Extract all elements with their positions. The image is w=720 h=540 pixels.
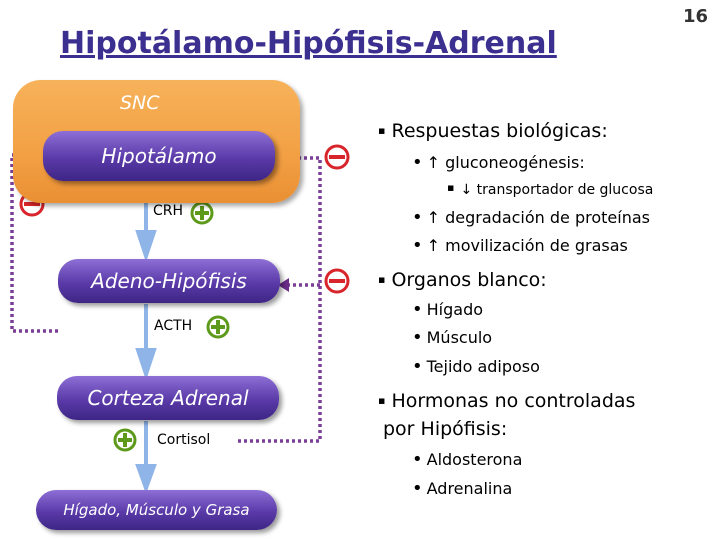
- minus-icon-right-top: [324, 144, 350, 170]
- dot-bullet-icon: •: [412, 356, 423, 377]
- square-bullet-icon: ▪: [378, 273, 386, 286]
- plus-icons: [113, 201, 230, 452]
- square-bullet-icon: ▪: [447, 181, 455, 194]
- snc-label: SNC: [120, 92, 160, 114]
- up-arrow-icon: ↑: [426, 153, 441, 172]
- plus-icon-crh: [190, 201, 214, 225]
- dot-bullet-icon: •: [412, 478, 423, 499]
- feedback-head-right-adeno: [278, 278, 289, 292]
- dot-bullet-icon: •: [412, 449, 423, 470]
- dot-bullet-icon: •: [412, 299, 423, 320]
- bullet-musculo: •Músculo: [412, 327, 493, 348]
- corteza-adrenal-box: Corteza Adrenal: [57, 376, 279, 420]
- dot-bullet-icon: •: [412, 327, 423, 348]
- bullet-tejido: •Tejido adiposo: [412, 356, 540, 377]
- resp-title: ▪Respuestas biológicas:: [378, 120, 608, 142]
- minus-icon-right-mid: [324, 268, 350, 294]
- minus-icons: [19, 144, 350, 294]
- plus-icon-acth: [206, 315, 230, 339]
- bullet-aldosterona: •Aldosterona: [412, 449, 523, 470]
- arrow-adeno-to-corteza: [135, 304, 157, 381]
- hipotalamo-box: Hipotálamo: [43, 131, 275, 181]
- cortisol-label: Cortisol: [157, 432, 211, 448]
- organos-title: ▪Organos blanco:: [378, 269, 547, 291]
- arrow-hipot-to-adeno: [135, 182, 157, 263]
- hormonas-title-line2: por Hipófisis:: [383, 418, 508, 440]
- up-arrow-icon: ↑: [426, 236, 441, 255]
- adenohipofisis-box: Adeno-Hipófisis: [58, 259, 280, 303]
- bullet-higado: •Hígado: [412, 299, 484, 320]
- bullet-adrenalina: •Adrenalina: [412, 478, 513, 499]
- crh-label: CRH: [153, 203, 184, 219]
- arrow-corteza-to-targets: [135, 421, 157, 494]
- dot-bullet-icon: •: [412, 207, 423, 228]
- up-arrow-icon: ↑: [426, 208, 441, 227]
- dot-bullet-icon: •: [412, 235, 423, 256]
- square-bullet-icon: ▪: [378, 394, 386, 407]
- hormonas-title-line1: ▪Hormonas no controladas: [378, 390, 636, 412]
- targets-box: Hígado, Músculo y Grasa: [36, 490, 277, 530]
- bullet-movilizacion: •↑ movilización de grasas: [412, 235, 628, 256]
- bullet-transport: ▪↓ transportador de glucosa: [447, 181, 654, 198]
- plus-icon-cortisol: [113, 428, 137, 452]
- down-arrow-icon: ↓: [460, 182, 473, 198]
- page-number: 16: [683, 6, 709, 27]
- bullet-degradacion: •↑ degradación de proteínas: [412, 207, 650, 228]
- page-title: Hipotálamo-Hipófisis-Adrenal: [60, 26, 557, 61]
- acth-label: ACTH: [154, 318, 193, 334]
- bullet-gluco: •↑ gluconeogénesis:: [412, 152, 585, 173]
- dot-bullet-icon: •: [412, 152, 423, 173]
- square-bullet-icon: ▪: [378, 124, 386, 137]
- flow-arrows: [135, 182, 157, 494]
